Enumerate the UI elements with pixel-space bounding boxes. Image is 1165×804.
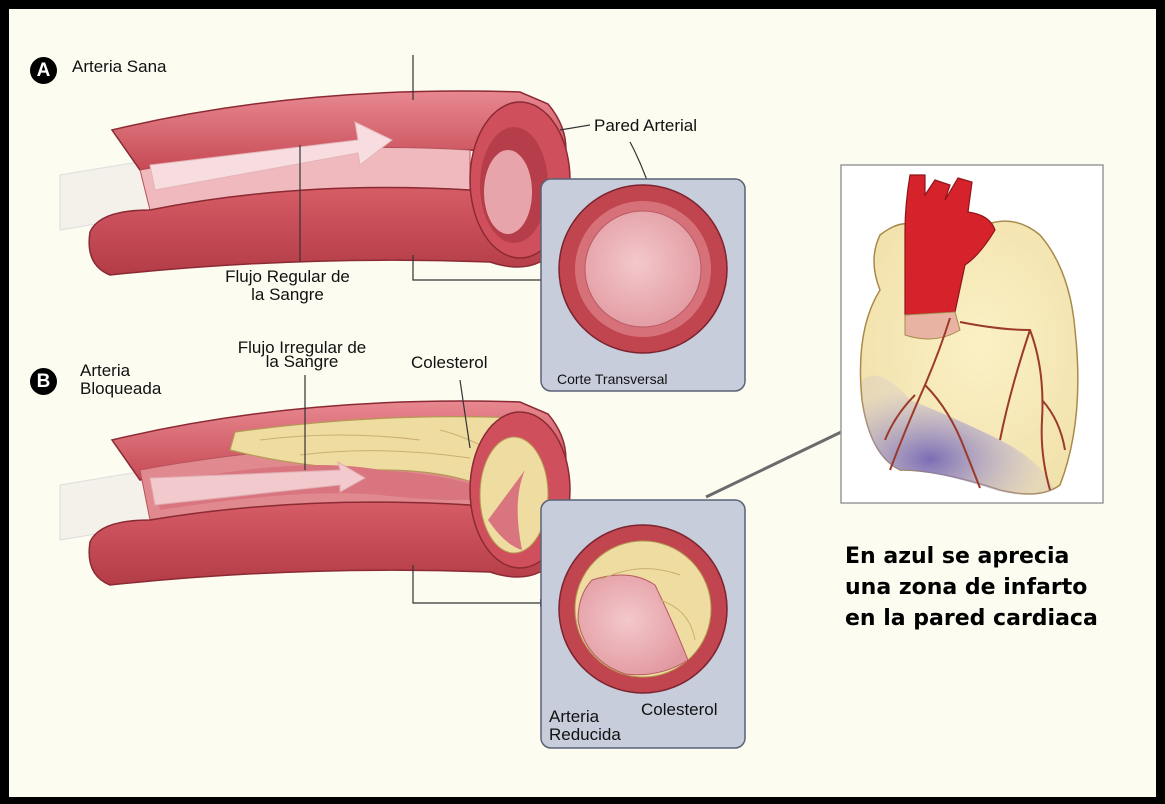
label-regular-flow: Flujo Regular de la Sangre — [205, 268, 370, 304]
label-arterial-wall: Pared Arterial — [594, 117, 697, 135]
caption-line-2: una zona de infarto — [845, 572, 1098, 603]
label-regular-flow-line-1: Flujo Regular de — [205, 268, 370, 286]
label-cross-cholesterol: Colesterol — [641, 701, 718, 719]
label-regular-flow-line-2: la Sangre — [205, 286, 370, 304]
infarct-caption: En azul se aprecia una zona de infarto e… — [845, 541, 1098, 634]
label-reduced-artery-line-1: Arteria — [549, 708, 621, 726]
caption-line-3: en la pared cardiaca — [845, 603, 1098, 634]
blocked-artery — [60, 401, 570, 585]
badge-a: A — [30, 57, 57, 84]
caption-line-1: En azul se aprecia — [845, 541, 1098, 572]
label-reduced-artery: Arteria Reducida — [549, 708, 621, 744]
badge-b: B — [30, 368, 57, 395]
label-cholesterol: Colesterol — [411, 354, 488, 372]
label-cross-section: Corte Transversal — [557, 372, 667, 387]
title-blocked-artery-line-2: Bloqueada — [80, 380, 161, 398]
title-blocked-artery: Arteria Bloqueada — [80, 362, 161, 398]
label-reduced-artery-line-2: Reducida — [549, 726, 621, 744]
heart-illustration — [841, 165, 1103, 503]
title-blocked-artery-line-1: Arteria — [80, 362, 161, 380]
healthy-artery — [60, 91, 570, 275]
title-healthy-artery: Arteria Sana — [72, 58, 167, 76]
cross-section-healthy — [541, 179, 745, 391]
label-irregular-flow: Flujo Irregular de la Sangre — [218, 339, 386, 371]
